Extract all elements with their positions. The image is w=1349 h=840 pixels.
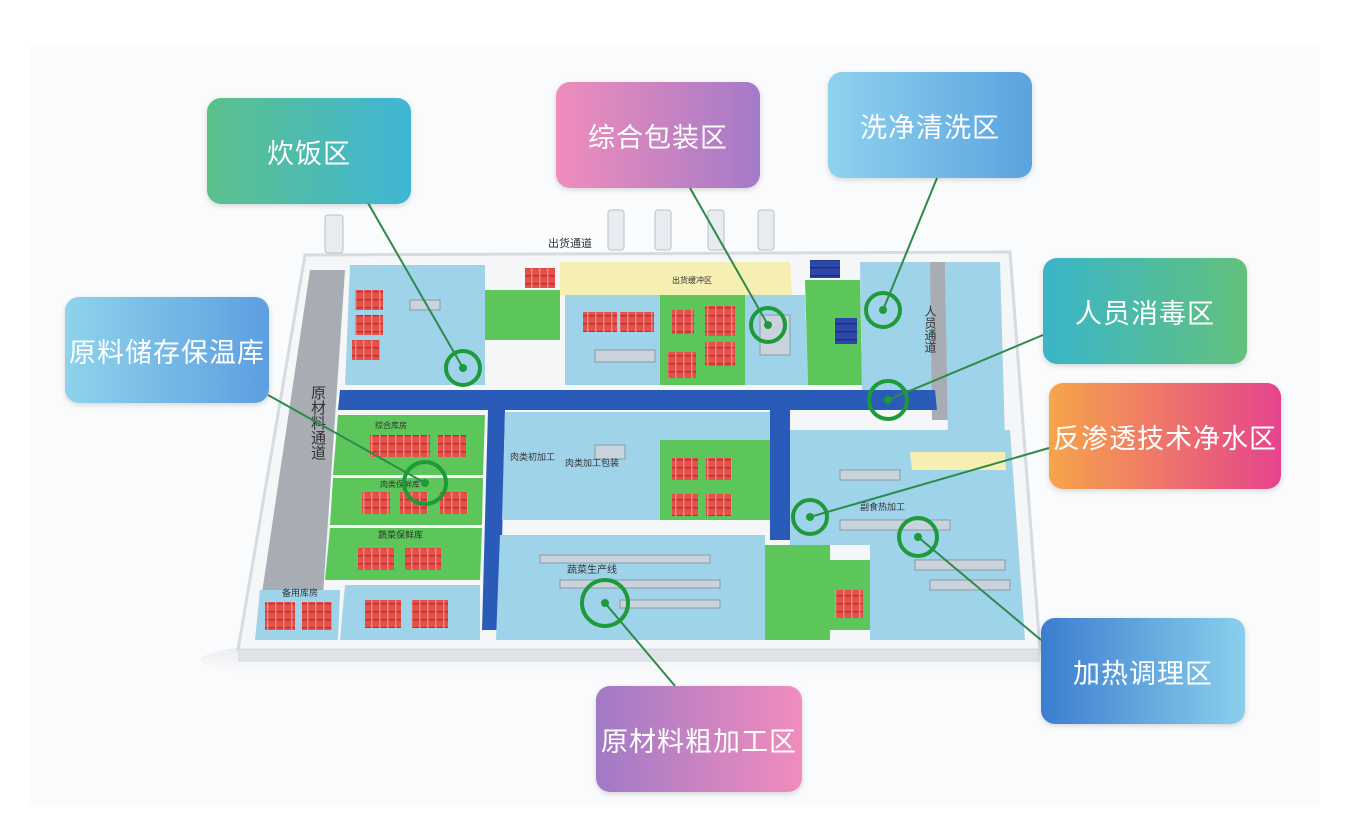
- cooking-text: 副食热加工: [860, 501, 905, 513]
- middle-top-room: [660, 412, 770, 440]
- top-green-room-2: [565, 295, 660, 385]
- veg-semi-room: [765, 545, 830, 640]
- marker-water: [791, 498, 829, 536]
- staff-corridor-text: 人员通道: [923, 305, 937, 353]
- storage-racks-top: [525, 260, 863, 618]
- veg-storage-text: 蔬菜保鲜库: [378, 529, 423, 541]
- right-top-rooms: [945, 262, 1005, 440]
- cooking-yellow-strip: [910, 452, 1006, 470]
- top-green-room-4: [805, 280, 862, 385]
- label-washing-area: 洗净清洗区: [828, 72, 1032, 178]
- outbound-buffer-floor: [560, 262, 792, 295]
- top-green-room-1: [485, 290, 560, 340]
- location-markers: [402, 291, 939, 628]
- main-corridor-middle: [770, 410, 790, 540]
- marker-washing: [864, 291, 902, 329]
- meat-storage-text: 肉类保鲜库: [380, 479, 420, 489]
- main-corridor-horizontal: [338, 390, 937, 410]
- marker-disinfection: [867, 379, 909, 421]
- outbound-buffer-text: 出货缓冲区: [672, 275, 712, 285]
- marker-packaging: [749, 306, 787, 344]
- storage-racks-left: [265, 290, 468, 630]
- marker-heating: [897, 516, 939, 558]
- label-heating-area: 加热调理区: [1041, 618, 1245, 724]
- veg-line-text: 蔬菜生产线: [567, 563, 617, 576]
- lower-left-room: [340, 585, 480, 640]
- spare-storage-text: 备用库房: [282, 587, 318, 599]
- equipment: [409, 299, 1011, 609]
- marker-rice: [444, 349, 482, 387]
- label-packaging-area: 综合包装区: [556, 82, 760, 188]
- label-rough-processing-area: 原材料粗加工区: [596, 686, 802, 792]
- washing-floor: [860, 262, 932, 390]
- outbound-corridor-text: 出货通道: [548, 236, 592, 250]
- comprehensive-storage-text: 综合库房: [375, 420, 407, 430]
- label-disinfection-area: 人员消毒区: [1043, 258, 1247, 364]
- label-rice-area: 炊饭区: [207, 98, 411, 204]
- meat-processing-text: 肉类初加工: [510, 451, 555, 463]
- connector-lines: [267, 177, 1050, 687]
- marker-rough: [580, 578, 630, 628]
- raw-material-corridor: [255, 270, 345, 640]
- top-dock-units: [324, 209, 775, 254]
- marker-storage: [402, 460, 448, 506]
- meat-processing-room: [502, 412, 660, 520]
- meat-packing-text: 肉类加工包装: [565, 457, 619, 469]
- label-water-area: 反渗透技术净水区: [1049, 383, 1281, 489]
- label-storage-area: 原料储存保温库: [65, 297, 269, 403]
